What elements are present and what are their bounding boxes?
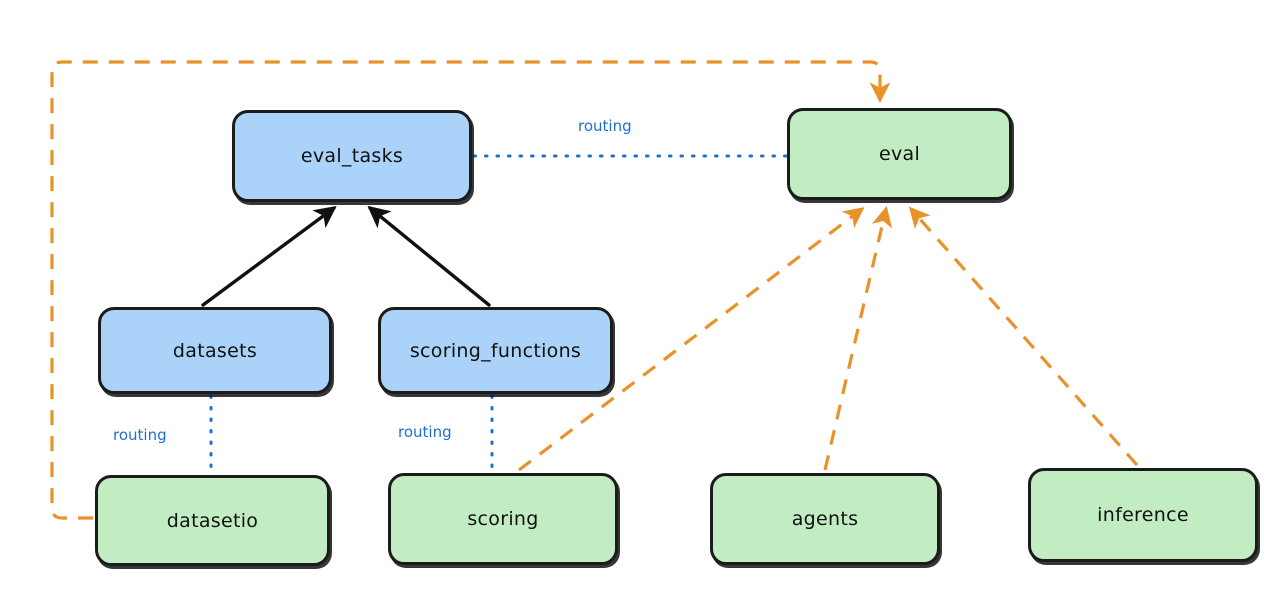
node-scoring[interactable]: scoring	[388, 473, 618, 565]
node-datasetio[interactable]: datasetio	[95, 475, 330, 566]
node-label-eval-tasks: eval_tasks	[300, 145, 404, 167]
node-label-datasetio: datasetio	[166, 509, 259, 532]
edge-scoring-to-eval	[518, 207, 865, 472]
edge-label-routing-scoring-functions: routing	[398, 423, 452, 441]
node-label-inference: inference	[1097, 504, 1189, 526]
edge-label-routing-eval-tasks: routing	[578, 117, 632, 135]
node-label-scoring-functions: scoring_functions	[409, 339, 582, 362]
node-eval-tasks[interactable]: eval_tasks	[232, 110, 472, 202]
node-label-agents: agents	[791, 508, 859, 530]
node-label-scoring: scoring	[467, 508, 539, 530]
node-eval[interactable]: eval	[787, 108, 1012, 200]
edge-datasets-to-eval-tasks	[201, 206, 337, 307]
node-datasets[interactable]: datasets	[98, 307, 332, 394]
node-agents[interactable]: agents	[710, 473, 940, 565]
edge-datasetio-to-eval	[50, 60, 891, 520]
node-scoring-functions[interactable]: scoring_functions	[378, 307, 613, 394]
edge-scoring-functions-to-eval-tasks	[367, 205, 491, 307]
node-label-datasets: datasets	[172, 339, 258, 362]
node-label-eval: eval	[878, 143, 921, 165]
edge-inference-to-eval	[908, 206, 1139, 467]
node-inference[interactable]: inference	[1028, 468, 1258, 562]
edge-agents-to-eval	[823, 205, 893, 471]
edge-label-routing-datasets: routing	[113, 426, 167, 444]
